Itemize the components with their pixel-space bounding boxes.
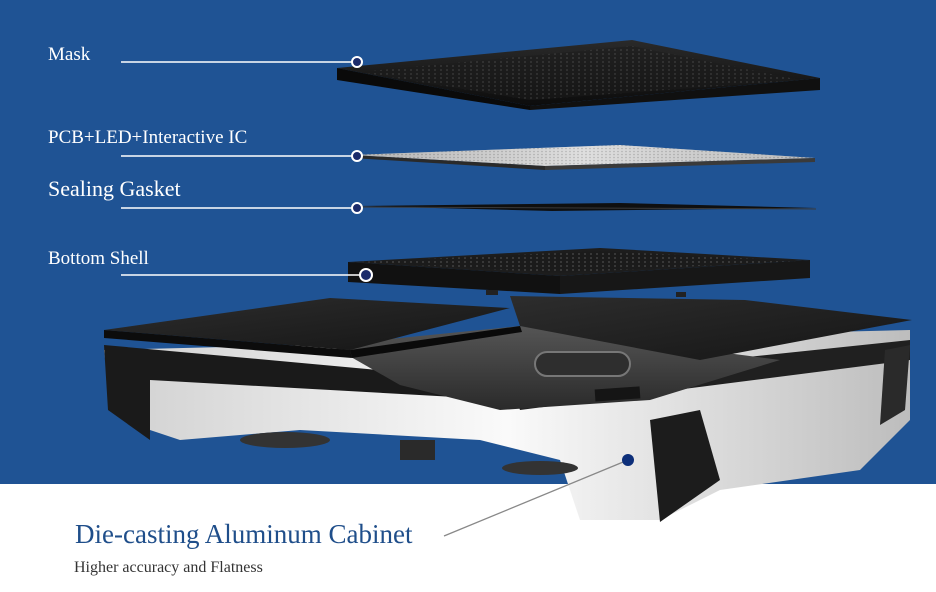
white-background	[0, 484, 936, 592]
sealing-gasket-label: Sealing Gasket	[48, 176, 181, 201]
mask-label: Mask	[48, 44, 91, 65]
cabinet-marker	[622, 454, 634, 466]
mask-panel	[337, 40, 820, 110]
pcb-led-panel	[352, 145, 815, 170]
cabinet-leader-line	[443, 459, 629, 537]
cabinet-subtitle: Higher accuracy and Flatness	[74, 559, 263, 576]
shell-marker	[359, 268, 373, 282]
bottom-shell-label: Bottom Shell	[48, 248, 149, 269]
sealing-gasket	[355, 203, 817, 211]
gasket-marker	[351, 202, 363, 214]
mask-marker	[351, 56, 363, 68]
pcb-led-label: PCB+LED+Interactive IC	[48, 127, 248, 148]
pcb-marker	[351, 150, 363, 162]
cabinet-title: Die-casting Aluminum Cabinet	[75, 519, 413, 549]
aluminum-cabinet	[104, 296, 912, 522]
bottom-shell	[348, 248, 810, 297]
